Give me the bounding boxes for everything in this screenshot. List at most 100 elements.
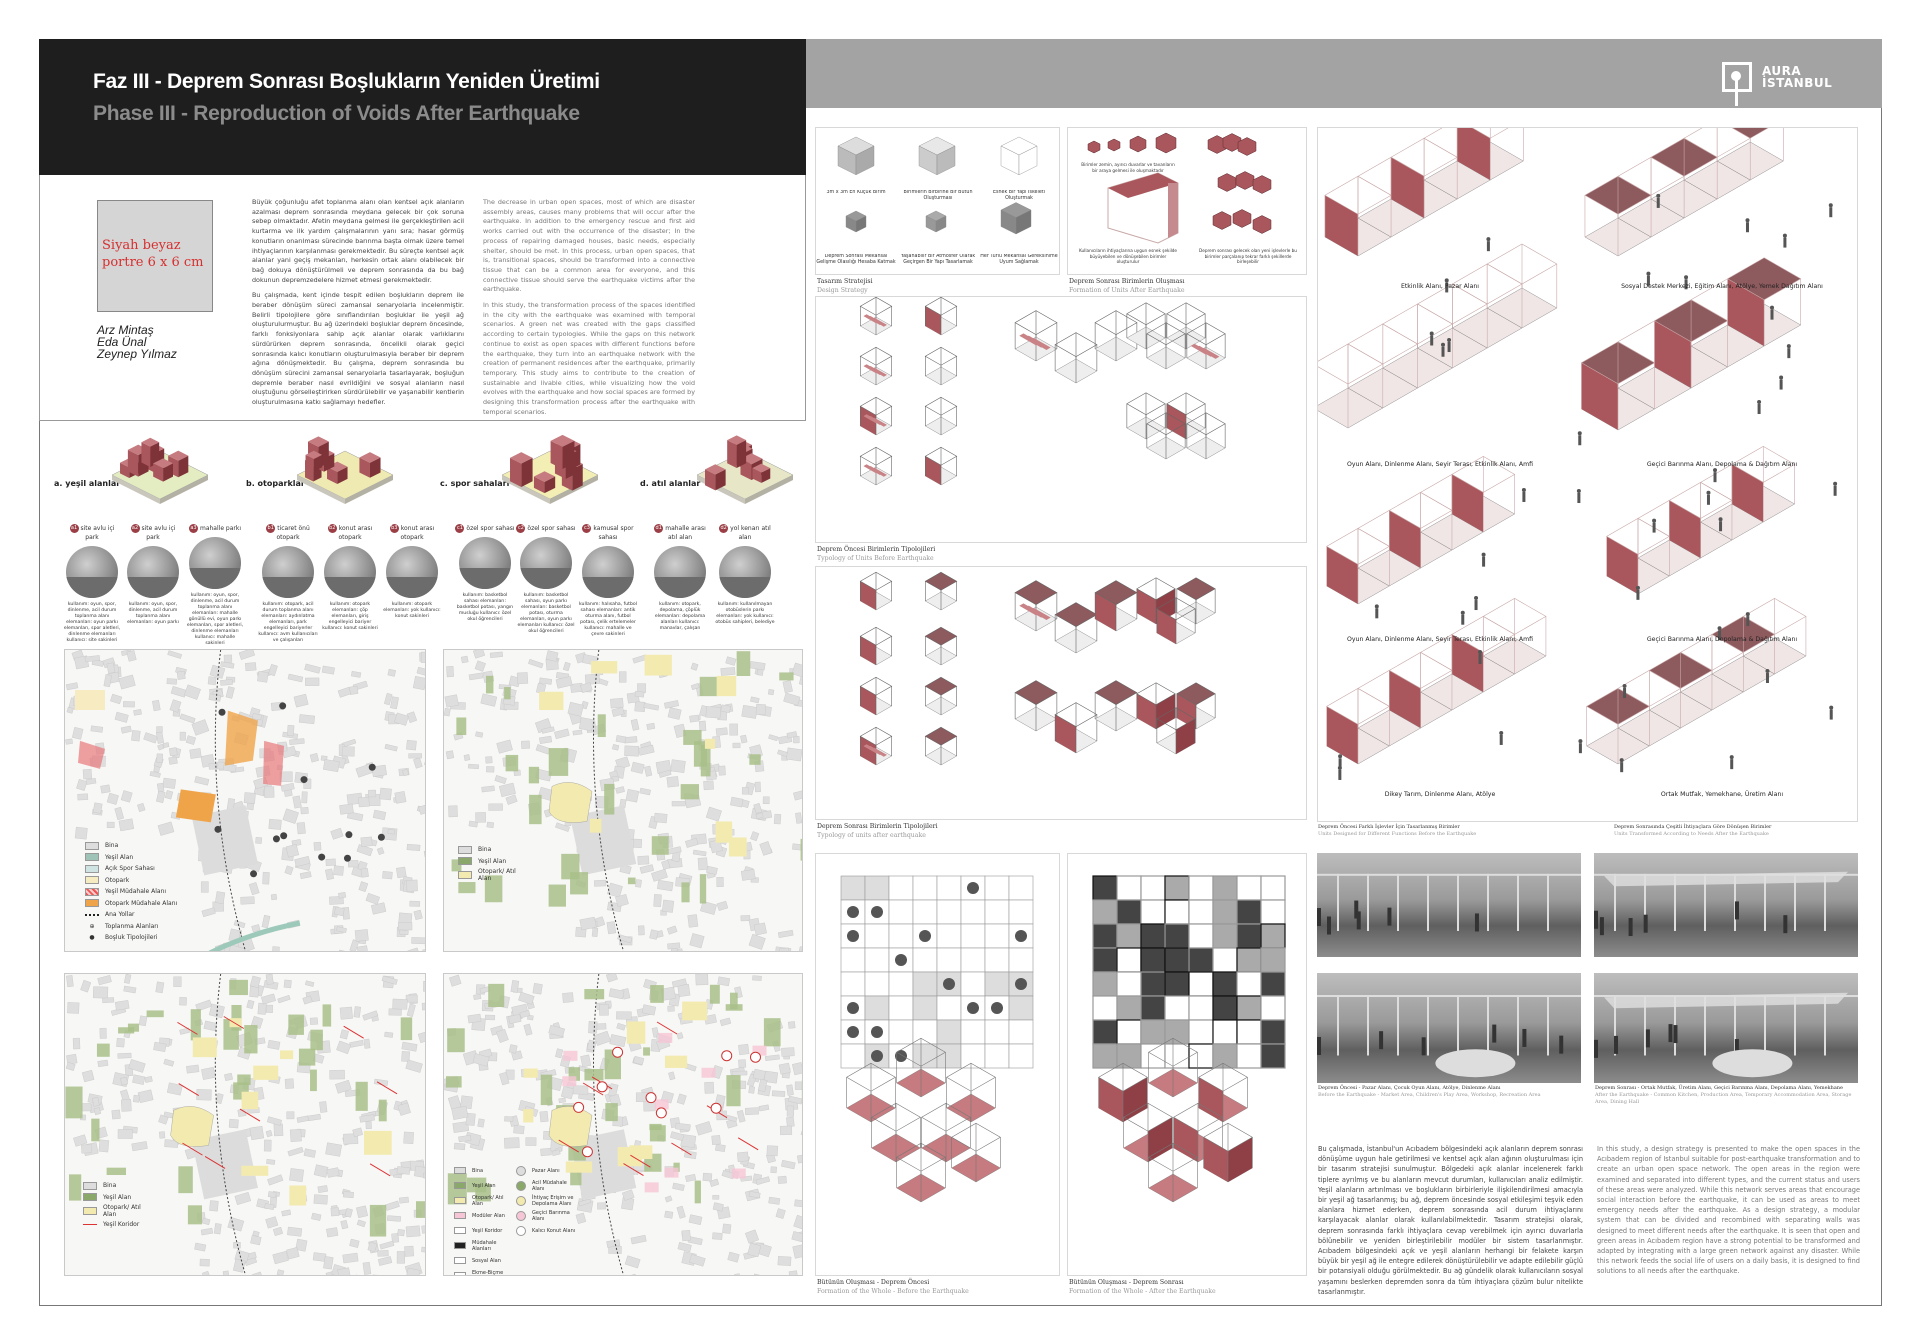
spot-description: kullanım: otopark elemanları: çöp eleman… xyxy=(322,602,378,631)
building xyxy=(257,670,269,683)
building xyxy=(272,1250,289,1265)
unit-wall xyxy=(1168,183,1178,238)
building xyxy=(348,860,359,868)
building-side xyxy=(752,468,762,483)
building xyxy=(754,781,761,793)
building xyxy=(486,821,495,829)
building xyxy=(711,1135,721,1145)
legend-label: Ana Yollar xyxy=(105,911,135,919)
render-overlay xyxy=(1317,873,1581,935)
building xyxy=(474,660,486,672)
building xyxy=(685,1173,697,1182)
building xyxy=(634,690,645,698)
building xyxy=(273,1123,284,1137)
plan-grid-cell xyxy=(1164,875,1190,901)
building xyxy=(705,806,722,822)
building xyxy=(451,1105,469,1120)
green-area xyxy=(673,1162,680,1172)
plan-grid-cell xyxy=(1008,875,1034,901)
spot-photo xyxy=(654,546,706,598)
strategy-label: Yaşanabilir Bir Atmosfer Olarak Geçirgen… xyxy=(900,254,976,265)
plan-grid-cell xyxy=(984,923,1010,949)
spot-code-badge: d1 xyxy=(654,524,664,533)
person-head xyxy=(1765,669,1770,674)
building xyxy=(176,670,186,680)
parking-area xyxy=(241,1165,269,1176)
unit-roof xyxy=(1126,392,1166,416)
building xyxy=(606,921,617,935)
green-corridor xyxy=(343,1025,364,1039)
building xyxy=(795,812,802,824)
building xyxy=(352,1127,363,1138)
building xyxy=(118,674,136,690)
building xyxy=(195,999,213,1012)
building-side xyxy=(521,457,533,487)
unit-roof xyxy=(1108,173,1178,198)
plan-grid-cell xyxy=(1140,995,1166,1021)
person-head xyxy=(1786,344,1791,349)
green-area xyxy=(643,1047,650,1056)
building xyxy=(513,1125,525,1135)
building xyxy=(664,1210,674,1219)
building xyxy=(793,1214,802,1230)
building xyxy=(152,699,161,712)
building xyxy=(143,732,158,744)
modular-area xyxy=(664,1167,679,1178)
building xyxy=(282,808,299,824)
building xyxy=(649,929,659,940)
green-area xyxy=(736,651,751,676)
unit-roof xyxy=(924,571,958,591)
building xyxy=(562,992,574,1003)
person-figure xyxy=(1829,709,1833,720)
plan-grid-cell xyxy=(1260,899,1286,925)
person-figure xyxy=(1578,435,1582,446)
legend-symbol-icon xyxy=(454,1182,466,1189)
building xyxy=(508,1014,522,1024)
plan-grid-cell xyxy=(1236,995,1262,1021)
building xyxy=(305,677,320,686)
caption-en: Formation of the Whole - Before the Eart… xyxy=(817,1288,969,1295)
building xyxy=(594,879,607,887)
scaffold-post xyxy=(1487,995,1489,1056)
building xyxy=(616,1022,626,1031)
building xyxy=(465,1112,476,1126)
caption-en: Formation of the Whole - After the Earth… xyxy=(1069,1288,1216,1295)
person-figure xyxy=(1636,589,1640,600)
building xyxy=(164,1139,179,1148)
building xyxy=(630,1234,647,1245)
building xyxy=(661,899,675,913)
building xyxy=(424,941,425,948)
building xyxy=(326,1227,339,1238)
plan-grid-cell xyxy=(888,995,914,1021)
green-area xyxy=(244,1025,258,1054)
building xyxy=(692,849,707,857)
scaffold-post xyxy=(1517,873,1519,931)
person-head xyxy=(1577,431,1582,436)
building xyxy=(777,1175,787,1184)
person-figure xyxy=(1652,522,1656,533)
category-label: a. yeşil alanlar xyxy=(54,479,121,488)
function-label: Etkinlik Alanı, Pazar Alanı xyxy=(1400,283,1480,290)
building-side xyxy=(533,476,545,494)
building xyxy=(494,775,507,785)
building xyxy=(265,1130,273,1138)
building xyxy=(688,1214,703,1226)
unit-cube-icon xyxy=(1129,135,1147,153)
building xyxy=(697,857,708,871)
building xyxy=(555,1048,564,1059)
void-marker xyxy=(345,831,353,839)
building xyxy=(376,847,385,855)
plan-grid-cell xyxy=(1164,899,1190,925)
building xyxy=(651,868,668,882)
render-after-1 xyxy=(1594,853,1858,957)
person-head xyxy=(1757,400,1762,405)
spot-description: kullanım: oyun, spor, dinlenme, acil dur… xyxy=(127,602,179,625)
scaffold-post xyxy=(1397,995,1399,1056)
main-road xyxy=(593,974,624,1275)
person-head xyxy=(1652,518,1657,523)
person-head xyxy=(1478,650,1483,655)
building xyxy=(572,729,583,736)
unit-wall xyxy=(1326,546,1358,604)
